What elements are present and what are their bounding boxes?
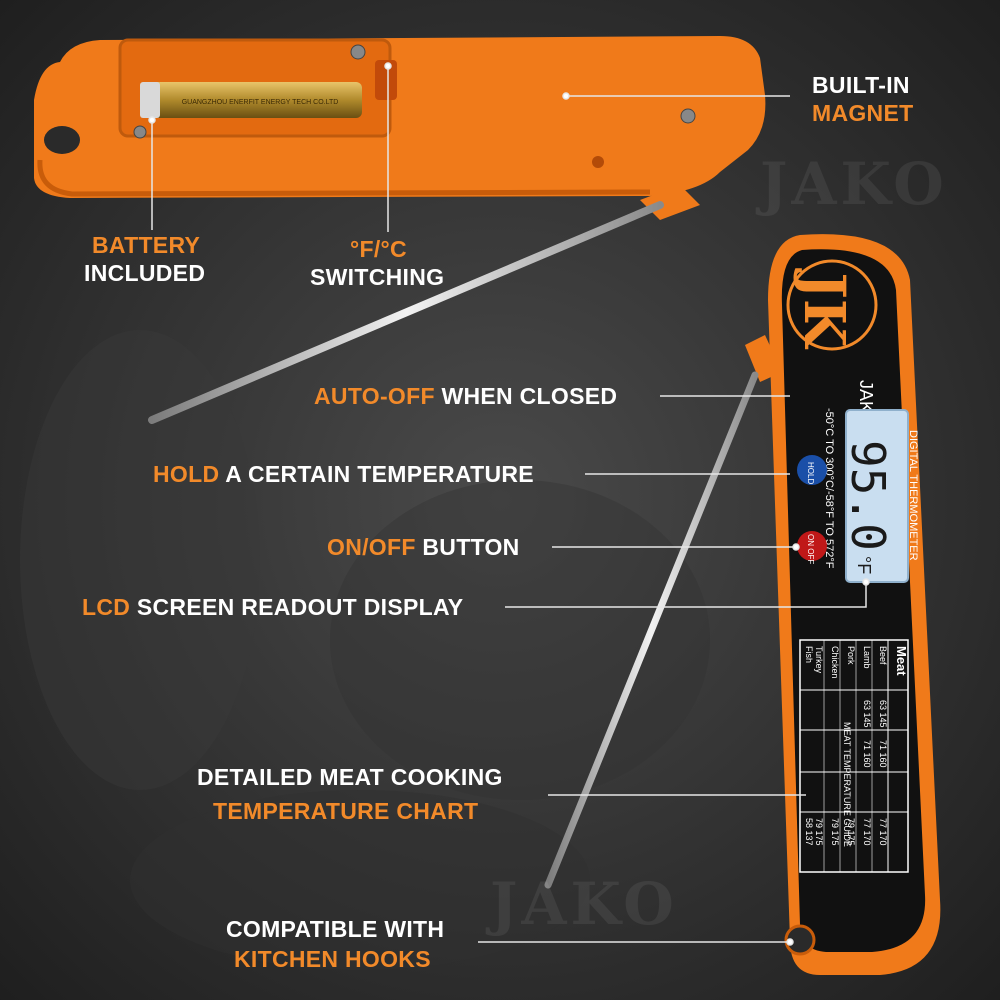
hanging-hole (784, 924, 816, 956)
chart-lamb-medraw: 63 145 (862, 700, 872, 728)
callout-battery-line2: INCLUDED (84, 260, 206, 286)
callout-onoff: ON/OFF BUTTON (327, 534, 520, 561)
callout-battery-line1: BATTERY (92, 232, 201, 258)
chart-row-pork: Pork (846, 646, 856, 665)
watermark-bottom: JAKO (490, 870, 678, 938)
callout-lcd-rest: SCREEN READOUT DISPLAY (130, 594, 464, 620)
chart-chicken-welldone: 79 175 (830, 818, 840, 846)
hold-button[interactable] (797, 455, 827, 485)
chart-guide: MEAT TEMPERATURE GUIDE (842, 722, 852, 847)
device-title: DIGITAL THERMOMETER (907, 430, 919, 561)
callout-lcd: LCD SCREEN READOUT DISPLAY (82, 594, 463, 621)
hold-button-label: HOLD (806, 462, 815, 484)
probe-top (148, 201, 664, 424)
callout-chart-line1: DETAILED MEAT COOKING (197, 764, 503, 790)
chart-row-turkey: Turkey (814, 646, 824, 674)
callout-hold: HOLD A CERTAIN TEMPERATURE (153, 461, 534, 488)
chart-lamb-medium: 71 160 (862, 740, 872, 768)
chart-lamb-welldone: 77 170 (862, 818, 872, 846)
chart-row-fish: Fish (804, 646, 814, 663)
chart-header-meat: Meat (894, 646, 909, 676)
callout-unit-line2: SWITCHING (310, 264, 445, 290)
chart-row-chicken: Chicken (830, 646, 840, 679)
callout-unit-line1: °F/°C (350, 236, 407, 262)
callout-auto-off: AUTO-OFF WHEN CLOSED (314, 383, 617, 410)
chart-row-beef: Beef (878, 646, 888, 665)
thermometer-back: GUANGZHOU ENERFIT ENERGY TECH CO.LTD (34, 36, 766, 424)
battery (140, 82, 362, 118)
chart-pork-welldone: 79 175 (846, 818, 856, 846)
chart-row-lamb: Lamb (862, 646, 872, 669)
onoff-button[interactable] (797, 531, 827, 561)
callout-hooks-line1: COMPATIBLE WITH (226, 916, 445, 942)
watermark-top: JAKO (760, 150, 948, 218)
callout-magnet-line1: BUILT-IN (812, 72, 910, 98)
callout-lcd-highlight: LCD (82, 594, 131, 620)
callout-auto-off-rest: WHEN CLOSED (434, 383, 618, 409)
callout-hooks-line2: KITCHEN HOOKS (234, 946, 431, 972)
callout-onoff-highlight: ON/OFF (327, 534, 416, 560)
lcd-reading: 95.0 (841, 440, 895, 551)
probe-front (544, 371, 759, 889)
callout-onoff-rest: BUTTON (415, 534, 520, 560)
meat-temperature-chart: Meat Beef Lamb Pork Chicken Turkey Fish … (799, 639, 909, 873)
lcd-unit: °F (854, 556, 874, 574)
chart-turkey-welldone: 79 175 (814, 818, 824, 846)
onoff-button-label: ON OFF (806, 534, 815, 564)
callout-lines (148, 62, 870, 946)
device-logo: JK (791, 267, 857, 349)
callout-auto-off-highlight: AUTO-OFF (314, 383, 435, 409)
callout-chart-line2: TEMPERATURE CHART (213, 798, 479, 824)
chart-beef-medraw: 63 145 (878, 700, 888, 728)
callout-hold-rest: A CERTAIN TEMPERATURE (219, 461, 534, 487)
chart-beef-welldone: 77 170 (878, 818, 888, 846)
chart-beef-medium: 71 160 (878, 740, 888, 768)
callout-hold-highlight: HOLD (153, 461, 220, 487)
thermometer-front: JK JAKO DIGITAL THERMOMETER -50°C TO 300… (544, 234, 941, 975)
device-range: -50°C TO 300°C/-58°F TO 572°F (823, 408, 835, 569)
lcd-screen (845, 409, 909, 583)
callout-magnet-line2: MAGNET (812, 100, 914, 126)
chart-fish-welldone: 58 137 (804, 818, 814, 846)
battery-print: GUANGZHOU ENERFIT ENERGY TECH CO.LTD (182, 99, 339, 106)
